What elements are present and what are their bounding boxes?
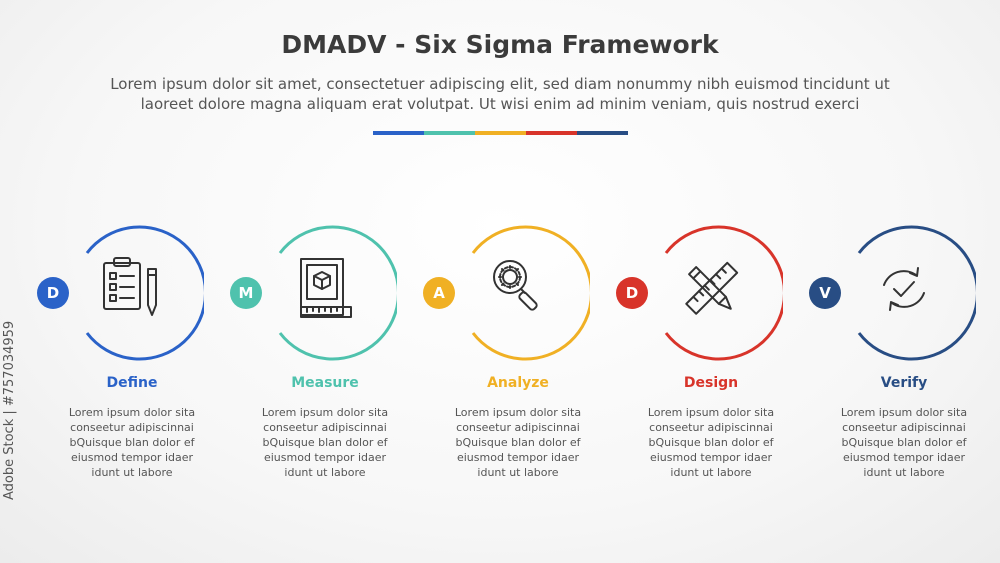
step-description-line: idunt ut labore: [91, 466, 173, 479]
subtitle-line-2: laoreet dolore magna aliquam erat volutp…: [140, 95, 860, 113]
step-description-line: conseetur adipiscinnai: [456, 421, 580, 434]
step-description-line: eiusmod tempor idaer: [456, 451, 580, 464]
step-description-line: idunt ut labore: [477, 466, 559, 479]
step-description-line: bQuisque blan dolor ef: [69, 436, 195, 449]
step-description-line: idunt ut labore: [863, 466, 945, 479]
step-description-line: bQuisque blan dolor ef: [455, 436, 581, 449]
clipboard-checklist-icon: [103, 257, 157, 316]
step-description-line: conseetur adipiscinnai: [70, 421, 194, 434]
step-description: Lorem ipsum dolor sita conseetur adipisc…: [235, 405, 415, 480]
divider-segment: [424, 131, 475, 135]
blueprint-cube-icon: [300, 258, 352, 318]
divider-segment: [475, 131, 526, 135]
step-label: Design: [683, 375, 739, 391]
subtitle-line-1: Lorem ipsum dolor sit amet, consectetuer…: [110, 75, 890, 93]
page-subtitle: Lorem ipsum dolor sit amet, consectetuer…: [60, 74, 940, 114]
step-description: Lorem ipsum dolor sita conseetur adipisc…: [42, 405, 222, 480]
step-description-line: conseetur adipiscinnai: [649, 421, 773, 434]
step-description-line: eiusmod tempor idaer: [649, 451, 773, 464]
step-description-line: conseetur adipiscinnai: [263, 421, 387, 434]
step-description-line: idunt ut labore: [670, 466, 752, 479]
step-badge: V: [809, 277, 841, 309]
step-ring: [278, 225, 397, 361]
divider-segment: [577, 131, 628, 135]
pencil-ruler-icon: [685, 261, 739, 315]
step-description-line: eiusmod tempor idaer: [842, 451, 966, 464]
step-label: Analyze: [487, 375, 549, 391]
step-description-line: Lorem ipsum dolor sita: [68, 406, 196, 419]
color-divider: [373, 131, 628, 135]
step-description-line: eiusmod tempor idaer: [263, 451, 387, 464]
stock-watermark: Adobe Stock | #757034959: [2, 320, 17, 500]
step-badge: D: [37, 277, 69, 309]
step-description: Lorem ipsum dolor sita conseetur adipisc…: [814, 405, 994, 480]
step-ring: [85, 225, 204, 361]
step-label: Define: [106, 375, 158, 391]
step-description: Lorem ipsum dolor sita conseetur adipisc…: [428, 405, 608, 480]
gear-magnifier-icon: [493, 260, 538, 311]
divider-segment: [526, 131, 577, 135]
step-description-line: Lorem ipsum dolor sita: [647, 406, 775, 419]
step-badge: D: [616, 277, 648, 309]
page-title: DMADV - Six Sigma Framework: [281, 30, 719, 59]
step-ring: [471, 225, 590, 361]
step-label: Measure: [291, 375, 359, 391]
step-badge: A: [423, 277, 455, 309]
step-description-line: Lorem ipsum dolor sita: [261, 406, 389, 419]
step-description-line: bQuisque blan dolor ef: [841, 436, 967, 449]
step-label: Verify: [880, 375, 928, 391]
step-description-line: Lorem ipsum dolor sita: [840, 406, 968, 419]
step-ring: [664, 225, 783, 361]
step-ring: [857, 225, 976, 361]
step-description-line: bQuisque blan dolor ef: [648, 436, 774, 449]
step-description-line: conseetur adipiscinnai: [842, 421, 966, 434]
step-badge: M: [230, 277, 262, 309]
step-description-line: Lorem ipsum dolor sita: [454, 406, 582, 419]
divider-segment: [373, 131, 424, 135]
step-description: Lorem ipsum dolor sita conseetur adipisc…: [621, 405, 801, 480]
step-description-line: idunt ut labore: [284, 466, 366, 479]
check-cycle-icon: [883, 267, 925, 311]
step-description-line: bQuisque blan dolor ef: [262, 436, 388, 449]
step-description-line: eiusmod tempor idaer: [70, 451, 194, 464]
